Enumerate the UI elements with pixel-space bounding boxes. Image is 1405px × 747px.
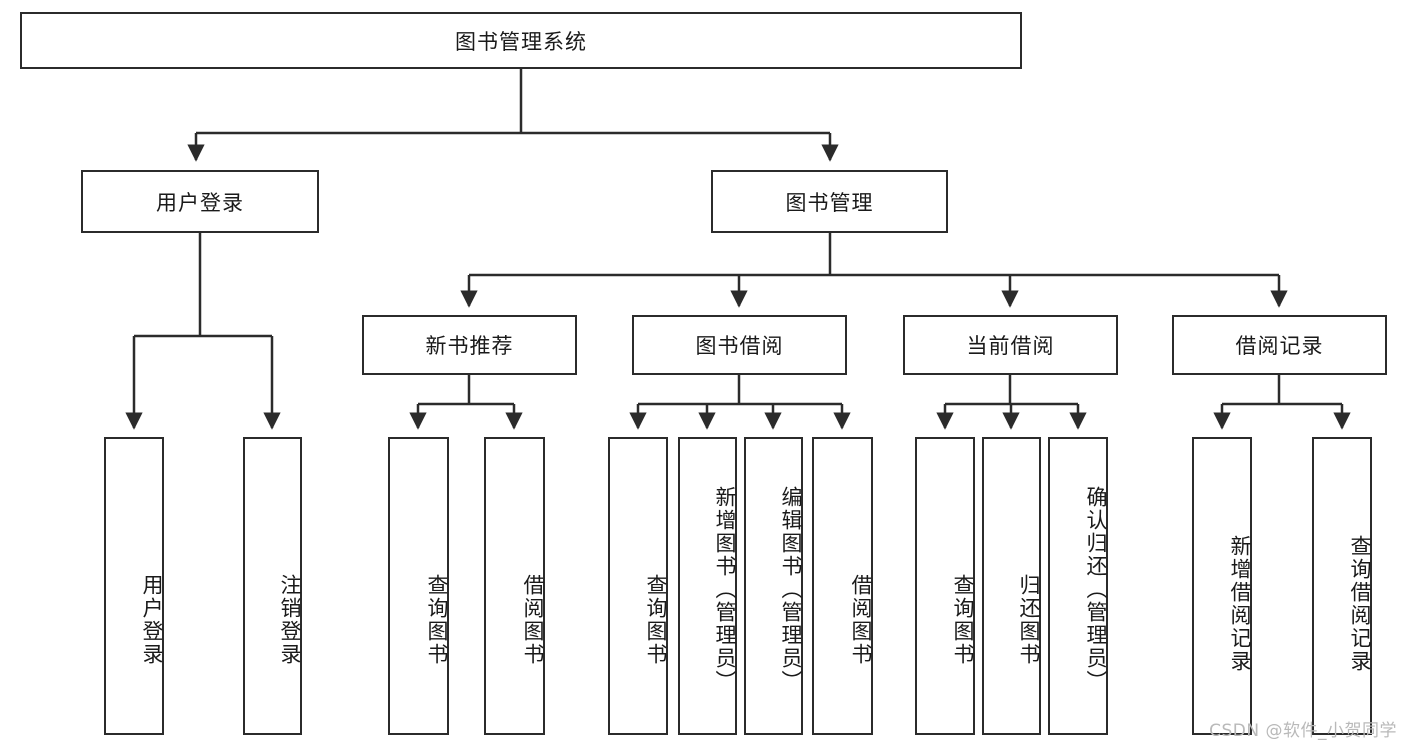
leaf-current-borrow-return[interactable]: 归还图书 <box>982 437 1041 735</box>
node-root-book-management-system[interactable]: 图书管理系统 <box>20 12 1022 69</box>
leaf-borrow-record-add[interactable]: 新增借阅记录 <box>1192 437 1252 735</box>
node-new-book-recommend-label: 新书推荐 <box>425 334 514 358</box>
leaf-current-borrow-query[interactable]: 查询图书 <box>915 437 975 735</box>
node-current-borrow-label: 当前借阅 <box>966 334 1055 358</box>
node-book-management-label: 图书管理 <box>785 190 874 215</box>
leaf-book-borrow-borrow-label: 借阅图书 <box>849 574 873 666</box>
leaf-new-book-query[interactable]: 查询图书 <box>388 437 449 735</box>
node-book-management[interactable]: 图书管理 <box>711 170 948 233</box>
leaf-current-borrow-confirm-label: 确认归还（管理员） <box>1084 485 1108 693</box>
node-borrow-record-label: 借阅记录 <box>1235 334 1324 358</box>
node-current-borrow[interactable]: 当前借阅 <box>903 315 1118 375</box>
leaf-borrow-record-query-label: 查询借阅记录 <box>1348 535 1372 673</box>
leaf-book-borrow-edit[interactable]: 编辑图书（管理员） <box>744 437 803 735</box>
node-user-login[interactable]: 用户登录 <box>81 170 319 233</box>
leaf-book-borrow-edit-label: 编辑图书（管理员） <box>779 485 803 693</box>
leaf-book-borrow-add[interactable]: 新增图书（管理员） <box>678 437 737 735</box>
leaf-new-book-query-label: 查询图书 <box>425 574 449 666</box>
node-root-label: 图书管理系统 <box>455 29 587 54</box>
leaf-current-borrow-confirm[interactable]: 确认归还（管理员） <box>1048 437 1108 735</box>
leaf-book-borrow-add-label: 新增图书（管理员） <box>713 485 737 693</box>
leaf-borrow-record-query[interactable]: 查询借阅记录 <box>1312 437 1372 735</box>
leaf-new-book-borrow-label: 借阅图书 <box>521 574 545 666</box>
leaf-current-borrow-return-label: 归还图书 <box>1017 574 1041 666</box>
leaf-user-login-login[interactable]: 用户登录 <box>104 437 164 735</box>
leaf-book-borrow-query-label: 查询图书 <box>644 574 668 666</box>
leaf-book-borrow-borrow[interactable]: 借阅图书 <box>812 437 873 735</box>
node-user-login-label: 用户登录 <box>156 190 244 215</box>
edges-root <box>125 69 1351 430</box>
node-book-borrow[interactable]: 图书借阅 <box>632 315 847 375</box>
node-book-borrow-label: 图书借阅 <box>695 334 784 358</box>
leaf-book-borrow-query[interactable]: 查询图书 <box>608 437 668 735</box>
leaf-user-login-login-label: 用户登录 <box>140 574 164 666</box>
leaf-new-book-borrow[interactable]: 借阅图书 <box>484 437 545 735</box>
node-borrow-record[interactable]: 借阅记录 <box>1172 315 1387 375</box>
node-new-book-recommend[interactable]: 新书推荐 <box>362 315 577 375</box>
leaf-borrow-record-add-label: 新增借阅记录 <box>1228 535 1252 673</box>
leaf-current-borrow-query-label: 查询图书 <box>951 574 975 666</box>
leaf-user-login-logout[interactable]: 注销登录 <box>243 437 302 735</box>
leaf-user-login-logout-label: 注销登录 <box>278 574 302 666</box>
